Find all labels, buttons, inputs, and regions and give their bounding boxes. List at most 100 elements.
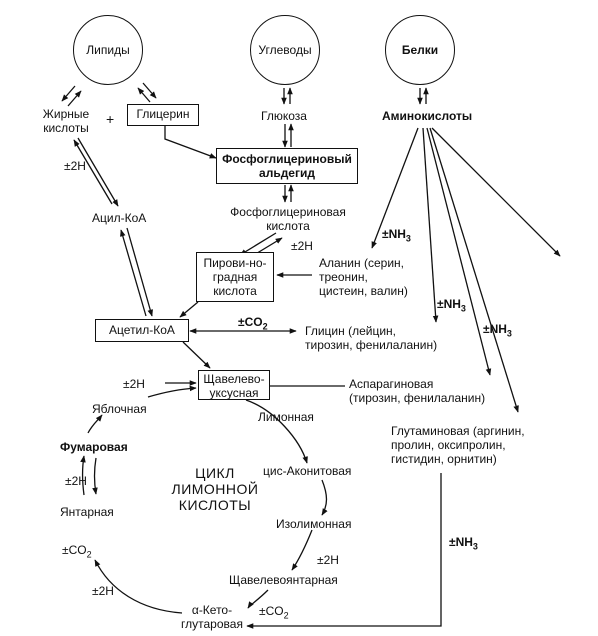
arrow-acyl-coa-fatty-acids xyxy=(73,139,113,205)
glycine-line2: тирозин, фенилаланин) xyxy=(305,338,438,352)
arrow-glutamic-ketoglutarate xyxy=(246,473,442,629)
fatty-acids-label: Жирные кислоты xyxy=(38,107,94,135)
nh3-1-text: ±NH xyxy=(382,227,406,241)
alanine-line2: треонин, xyxy=(319,270,368,284)
citric-label: Лимонная xyxy=(258,410,314,424)
cycle-arc-fumaric-succinic-rev xyxy=(92,457,98,495)
pyruvate-line2: градная xyxy=(212,270,258,284)
cycle-arc-oxalosucc-keto xyxy=(247,589,269,609)
arrow-lipids-glycerol xyxy=(142,82,157,99)
co2-left-text: ±CO xyxy=(62,543,87,557)
nh3-label-1: ±NH3 xyxy=(382,227,411,245)
succinic-label: Янтарная xyxy=(60,505,114,519)
cycle-arc-keto-succinic xyxy=(94,559,183,614)
lipids-circle: Липиды xyxy=(73,15,143,85)
arrow-amino-to-glycine xyxy=(422,127,439,323)
isocitric-label: Изолимонная xyxy=(276,517,352,531)
arrow-amino-to-right xyxy=(431,127,561,257)
carbs-label: Углеводы xyxy=(258,43,312,57)
nh3-label-3: ±NH3 xyxy=(483,322,512,340)
cycle-arc-malic-oxalo xyxy=(147,385,197,398)
h2-oxalosucc-label: ±2H xyxy=(317,553,339,567)
arrow-amino-to-alanine xyxy=(371,127,419,249)
arrow-amino-to-aspartic xyxy=(426,127,492,376)
fumaric-label: Фумаровая xyxy=(60,440,128,454)
cycle-title-line1: ЦИКЛ xyxy=(195,465,235,481)
arrow-fatty-acids-lipids xyxy=(67,90,82,107)
cycle-arc-fumaric-malic xyxy=(87,414,103,434)
malic-label: Яблочная xyxy=(92,402,147,416)
arrow-glycerol-pga-aldehyde xyxy=(164,126,217,159)
oxaloacetate-line2: уксусная xyxy=(209,386,259,400)
nh3-2-sub: 3 xyxy=(460,303,466,314)
co2-left-label: ±CO2 xyxy=(62,543,92,561)
h2-fumaric-label: ±2H xyxy=(65,474,87,488)
cycle-title: ЦИКЛ ЛИМОННОЙ КИСЛОТЫ xyxy=(160,465,270,513)
carbs-circle: Углеводы xyxy=(250,15,320,85)
nh3-3-sub: 3 xyxy=(506,328,512,339)
arrow-glycerol-lipids xyxy=(137,87,151,103)
pga-acid-line1: Фосфоглицериновая xyxy=(230,205,346,219)
plus-sign: + xyxy=(106,111,115,127)
alanine-line1: Аланин (серин, xyxy=(319,256,404,270)
nh3-4-sub: 3 xyxy=(472,541,478,552)
cis-aconitic-label: цис-Аконитовая xyxy=(263,464,352,478)
nh3-3-text: ±NH xyxy=(483,322,507,336)
ketoglutaric-line1: α-Кето- xyxy=(191,603,233,617)
glucose-label: Глюкоза xyxy=(261,109,307,123)
arrow-amino-to-glutamic xyxy=(429,127,519,413)
oxalosuccinic-label: Щавелевоянтарная xyxy=(229,573,338,587)
ketoglutaric-label: α-Кето- глутаровая xyxy=(175,603,249,631)
co2-acetyl-text: ±CO xyxy=(238,315,263,329)
co2-acetyl-label: ±CO2 xyxy=(238,315,268,333)
pga-aldehyde-line2: альдегид xyxy=(259,166,315,180)
proteins-label: Белки xyxy=(401,43,439,57)
lipids-label: Липиды xyxy=(86,43,130,57)
glutamic-label: Глутаминовая (аргинин, пролин, оксипроли… xyxy=(391,424,525,466)
glycine-label: Глицин (лейцин, тирозин, фенилаланин) xyxy=(305,324,437,352)
fatty-acids-line2: кислоты xyxy=(43,121,89,135)
nh3-1-sub: 3 xyxy=(405,233,411,244)
arrow-acyl-coa-acetyl-coa xyxy=(126,227,153,317)
pga-aldehyde-box: Фосфоглицериновый альдегид xyxy=(216,148,358,184)
arrow-acetyl-coa-oxaloacetate xyxy=(182,341,211,369)
cycle-arc-right-upper xyxy=(245,399,308,464)
acetyl-coa-box: Ацетил-КоА xyxy=(95,319,189,342)
co2-keto-label: ±CO2 xyxy=(259,604,289,622)
nh3-label-4: ±NH3 xyxy=(449,535,478,553)
alanine-label: Аланин (серин, треонин, цистеин, валин) xyxy=(319,256,408,298)
glutamic-line2: пролин, оксипролин, xyxy=(391,438,506,452)
arrow-fatty-acids-acyl-coa xyxy=(77,137,119,207)
ketoglutaric-line2: глутаровая xyxy=(181,617,243,631)
cycle-arc-succinic-fumaric xyxy=(80,455,86,496)
arrow-pga-acid-pyruvate xyxy=(239,232,277,256)
pga-acid-label: Фосфоглицериновая кислота xyxy=(223,205,353,233)
cycle-title-line2: ЛИМОННОЙ xyxy=(171,481,259,497)
glutamic-line3: гистидин, орнитин) xyxy=(391,452,497,466)
cycle-arc-iso-oxalosucc xyxy=(291,529,313,571)
aspartic-line2: (тирозин, фенилаланин) xyxy=(349,391,486,405)
acyl-coa-label: Ацил-КоА xyxy=(92,211,147,225)
arrow-lipids-fatty-acids xyxy=(61,85,76,102)
h2-keto-label: ±2H xyxy=(92,584,114,598)
h2-fatty-label: ±2H xyxy=(64,159,86,173)
pyruvate-line3: кислота xyxy=(213,284,257,298)
oxaloacetate-box: Щавелево- уксусная xyxy=(198,370,270,400)
aspartic-line1: Аспарагиновая xyxy=(349,377,434,391)
co2-keto-text: ±CO xyxy=(259,604,284,618)
proteins-circle: Белки xyxy=(385,15,455,85)
nh3-4-text: ±NH xyxy=(449,535,473,549)
glycine-line1: Глицин (лейцин, xyxy=(305,324,396,338)
glycerol-box: Глицерин xyxy=(127,104,199,126)
fatty-acids-line1: Жирные xyxy=(42,107,90,121)
pyruvate-line1: Пирови-но- xyxy=(203,256,267,270)
pga-acid-line2: кислота xyxy=(266,219,310,233)
oxaloacetate-line1: Щавелево- xyxy=(203,372,265,386)
amino-acids-label: Аминокислоты xyxy=(382,109,473,123)
pyruvate-box: Пирови-но- градная кислота xyxy=(196,252,274,302)
arrow-pyruvate-acetyl-coa xyxy=(179,301,199,318)
arrow-acetyl-coa-acyl-coa xyxy=(120,229,147,317)
nh3-label-2: ±NH3 xyxy=(437,297,466,315)
cycle-arc-cis-iso xyxy=(321,479,328,516)
